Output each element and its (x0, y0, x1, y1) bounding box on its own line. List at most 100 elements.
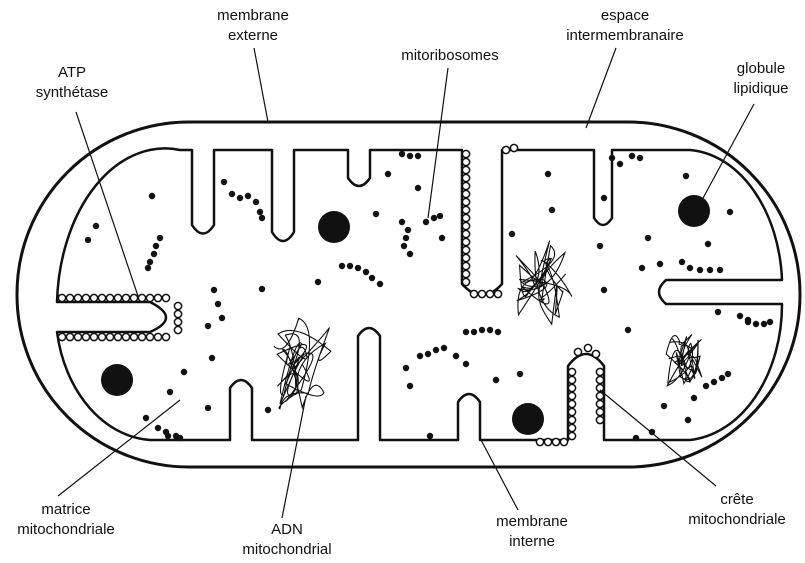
atp-synthase-particle (74, 294, 81, 301)
atp-synthase-particle (568, 384, 575, 391)
dna-tangle-right (516, 241, 572, 325)
polysome-ribosome (703, 383, 709, 389)
ribosome-dot (149, 193, 155, 199)
ribosome-dot (617, 161, 623, 167)
polysome-ribosome (463, 329, 469, 335)
atp-synthase-particle (568, 432, 575, 439)
polysome-ribosome (479, 327, 485, 333)
atp-synthase-particle (486, 290, 493, 297)
ribosome-dot (509, 231, 515, 237)
ribosome-dot (645, 235, 651, 241)
atp-synthase-particle (146, 333, 153, 340)
ribosome-dot (215, 301, 221, 307)
ribosome-dot (211, 287, 217, 293)
lipid-globule (318, 211, 350, 243)
polysome-ribosome (399, 151, 405, 157)
leader-membrane-interne (480, 438, 518, 510)
label-atp-synthetase: ATPsynthétase (22, 63, 122, 103)
atp-synthase-particle (560, 438, 567, 445)
leader-adn (282, 396, 306, 518)
polysome-ribosome (253, 199, 259, 205)
polysome-ribosome (229, 191, 235, 197)
polysome-ribosome (363, 269, 369, 275)
atp-synthase-particle (138, 294, 145, 301)
atp-synthase-particle (494, 290, 501, 297)
atp-synthase-particle (174, 302, 181, 309)
label-globule-lipidique: globulelipidique (718, 59, 804, 99)
atp-synthase-particle (568, 424, 575, 431)
leader-membrane-externe (254, 48, 268, 122)
atp-synthase-particle (568, 416, 575, 423)
ribosome-dot (373, 211, 379, 217)
ribosome-dot (661, 403, 667, 409)
atp-synthase-particle (106, 294, 113, 301)
atp-synthase-particle (574, 348, 581, 355)
leader-lines (58, 48, 754, 518)
polysome-ribosome (237, 195, 243, 201)
atp-synthase-particle (592, 350, 599, 357)
atp-synthase-particle (462, 174, 469, 181)
atp-synthase-particle (470, 290, 477, 297)
polysome-ribosome (417, 353, 423, 359)
ribosome-dot (767, 319, 773, 325)
ribosome-dot (205, 323, 211, 329)
atp-synthase-particle (114, 333, 121, 340)
ribosome-dot (715, 309, 721, 315)
ribosome-dot (265, 407, 271, 413)
atp-synthase-particle (90, 333, 97, 340)
polysome-ribosome (403, 235, 409, 241)
atp-synthase-particle (462, 238, 469, 245)
polysome-ribosome (407, 251, 413, 257)
polysome-ribosome (629, 153, 635, 159)
leader-atp-synthetase (76, 112, 138, 296)
atp-synthase-particle (122, 294, 129, 301)
atp-synthase-particle (462, 222, 469, 229)
ribosome-dot (427, 433, 433, 439)
polysome-ribosome (679, 259, 685, 265)
atp-synthase-particle (568, 368, 575, 375)
atp-synthase-particle (106, 333, 113, 340)
atp-synthase-particle (462, 190, 469, 197)
atp-synthase-particle (568, 400, 575, 407)
atp-synthase-particle (174, 318, 181, 325)
atp-synthase-particle (596, 408, 603, 415)
ribosome-dot (609, 155, 615, 161)
atp-synthase-particle (154, 294, 161, 301)
atp-synthase-particle (174, 326, 181, 333)
ribosome-dot (259, 286, 265, 292)
polysome-ribosome (257, 209, 263, 215)
polysome-ribosome (245, 193, 251, 199)
label-mitoribosomes: mitoribosomes (380, 46, 520, 66)
atp-synthase-particle (66, 333, 73, 340)
polysome-ribosome (719, 375, 725, 381)
polysome-ribosome (717, 267, 723, 273)
atp-synthase-particle (130, 333, 137, 340)
polysome-ribosome (487, 327, 493, 333)
polysome-ribosome (157, 235, 163, 241)
polysome-ribosome (495, 329, 501, 335)
atp-synthase-particle (536, 438, 543, 445)
atp-synthase-particle (122, 333, 129, 340)
polysome-ribosome (151, 251, 157, 257)
polysome-ribosome (425, 351, 431, 357)
polysome-ribosome (711, 379, 717, 385)
atp-synthase-particle (130, 294, 137, 301)
leader-espace-intermembranaire (586, 48, 616, 128)
ribosome-dot (453, 353, 459, 359)
polysome-ribosome (441, 345, 447, 351)
atp-synthase-particle (462, 254, 469, 261)
atp-synthase-particle (596, 416, 603, 423)
atp-synthase-particle (596, 400, 603, 407)
label-membrane-interne: membraneinterne (476, 512, 588, 552)
ribosome-dot (85, 237, 91, 243)
polysome-ribosome (437, 213, 443, 219)
atp-synthase-particle (66, 294, 73, 301)
ribosome-dot (209, 355, 215, 361)
atp-synthase-particle (162, 294, 169, 301)
atp-synthase-particle (462, 206, 469, 213)
atp-synthase-particle (82, 333, 89, 340)
ribosome-dot (601, 195, 607, 201)
ribosome-dot (219, 315, 225, 321)
atp-synthase-particle (584, 344, 591, 351)
